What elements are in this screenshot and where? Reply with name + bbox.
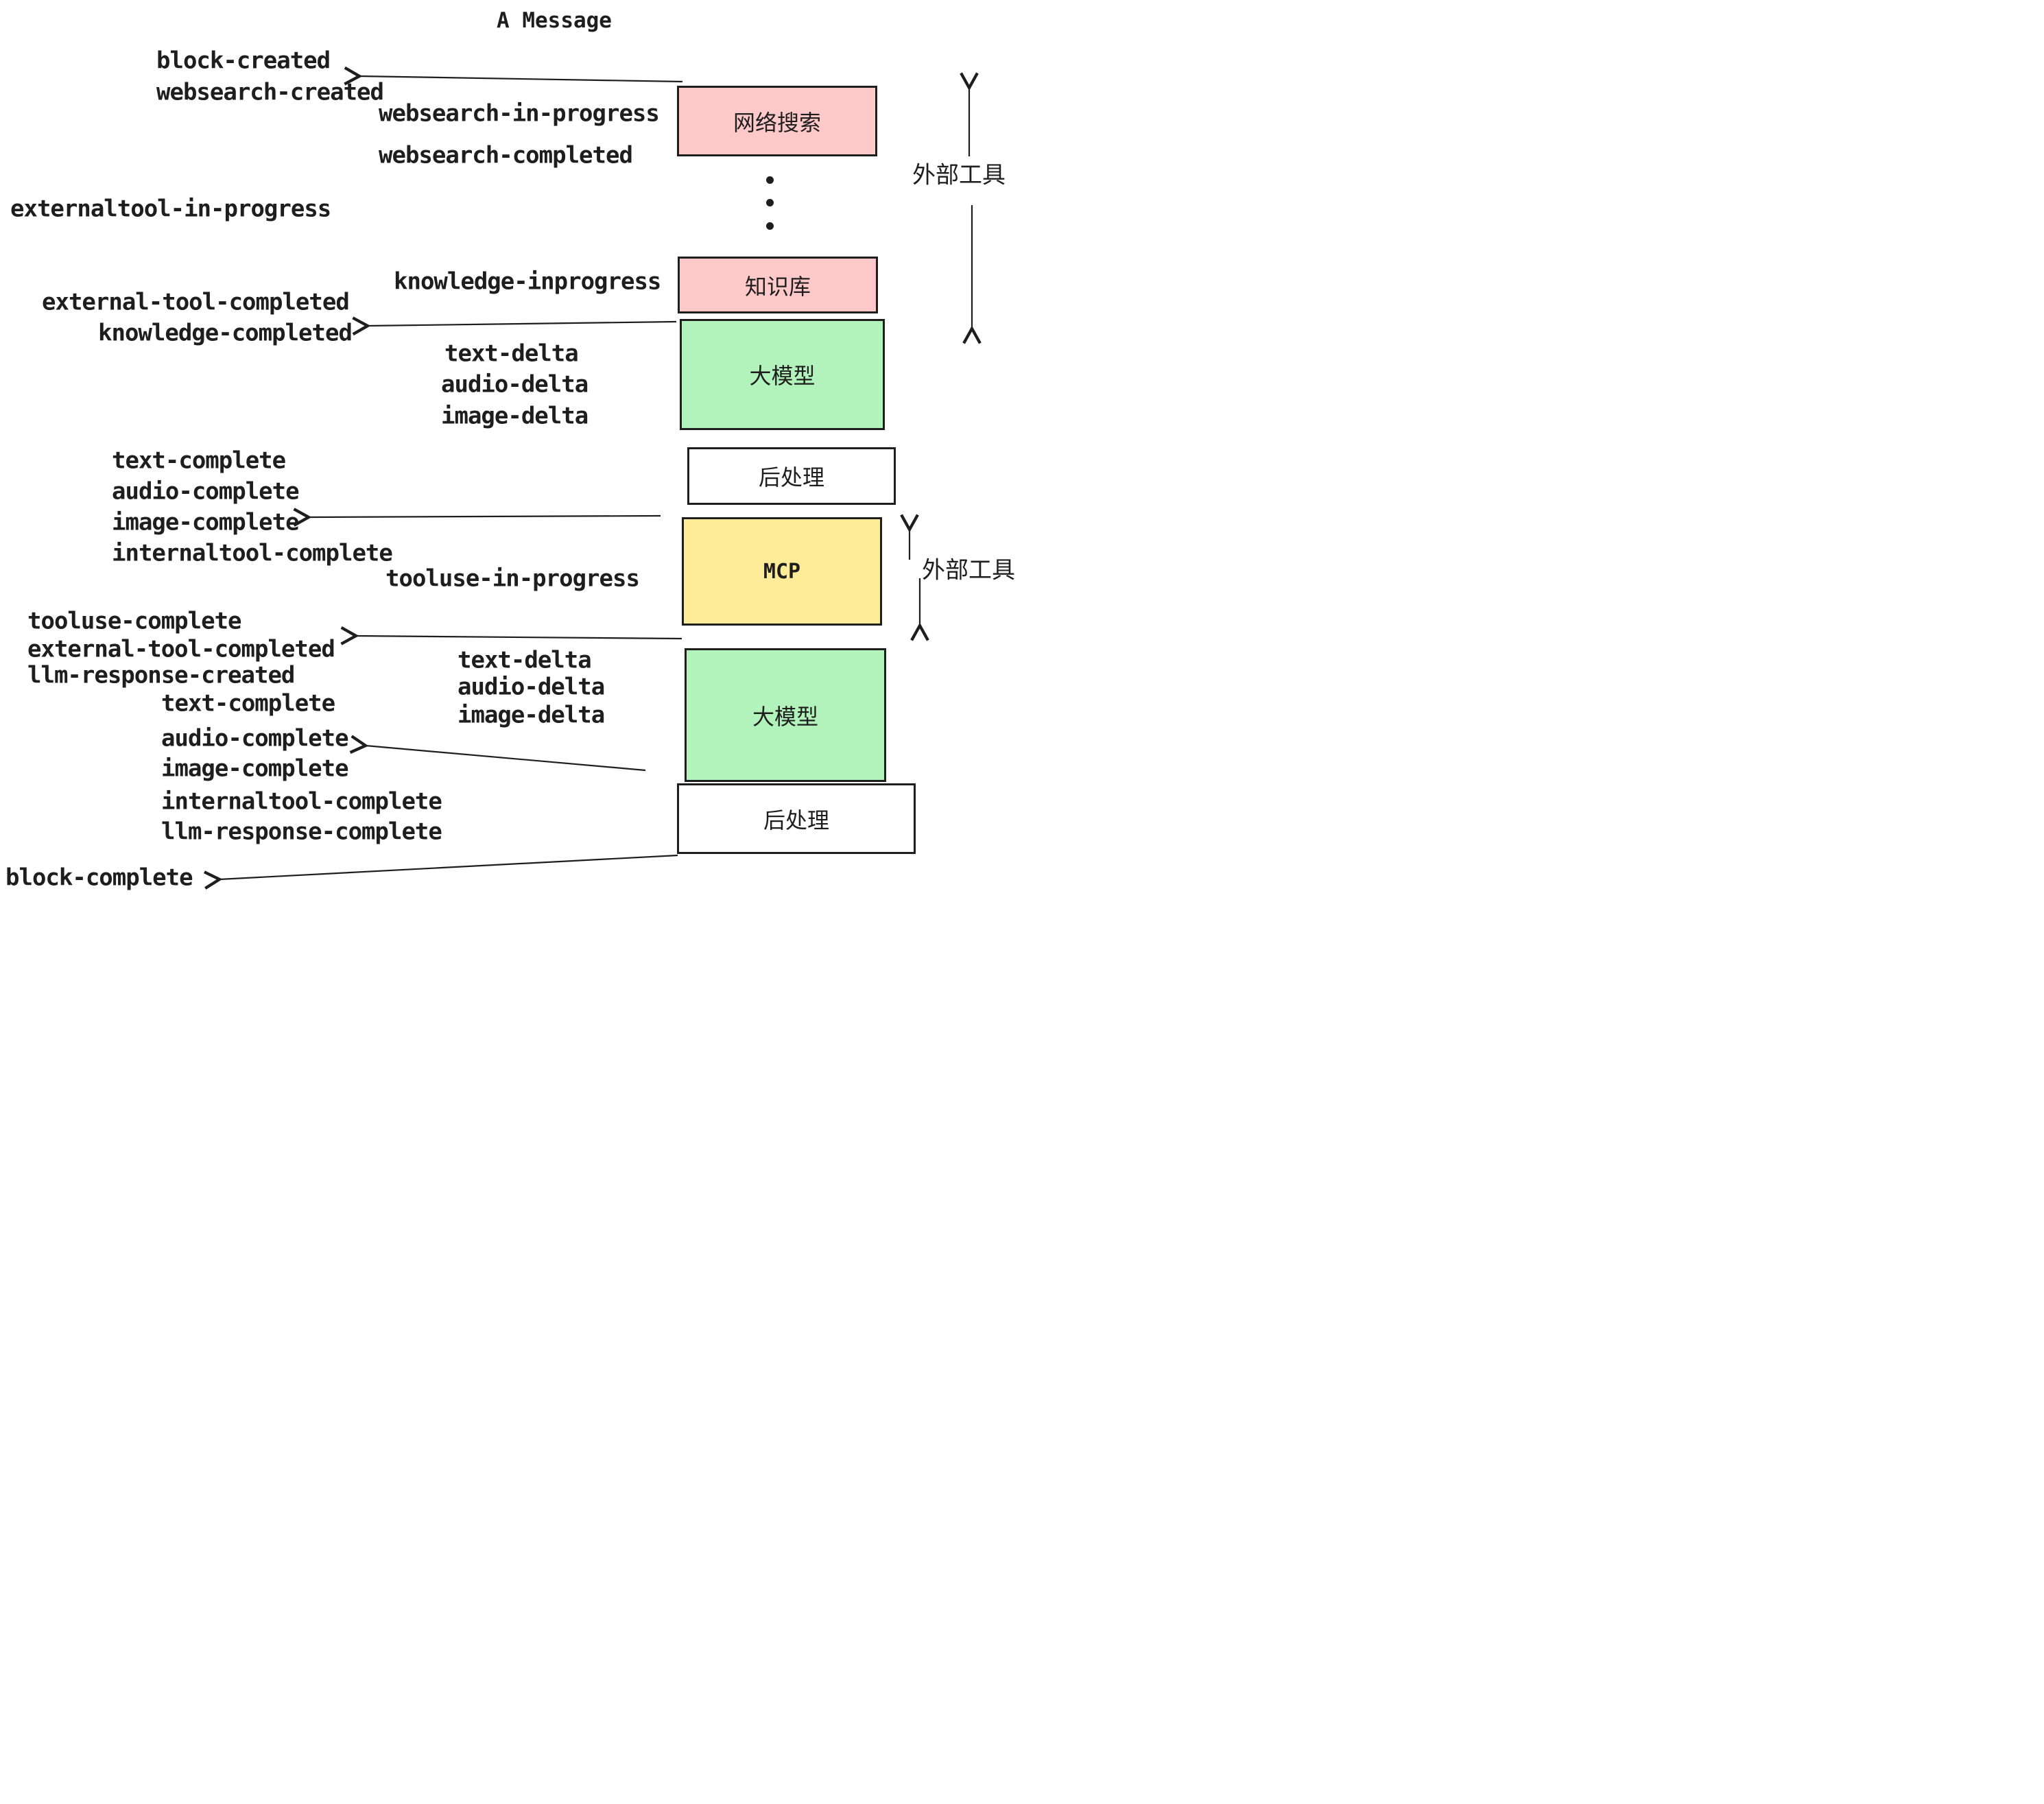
- box-llm-2: 大模型: [685, 648, 886, 782]
- event-text-delta-2: text-delta: [457, 646, 592, 674]
- event-audio-complete-2: audio-complete: [161, 724, 349, 752]
- event-audio-complete-1: audio-complete: [112, 477, 300, 506]
- box-postprocess-2-label: 后处理: [763, 807, 829, 833]
- arrow-audio-complete: [349, 735, 646, 772]
- event-websearch-created: websearch-created: [156, 78, 384, 106]
- event-block-complete: block-complete: [5, 864, 193, 892]
- vertical-ellipsis-icon: [766, 199, 774, 206]
- box-mcp-label: MCP: [763, 559, 801, 584]
- box-llm-1: 大模型: [680, 319, 885, 430]
- event-audio-delta-2: audio-delta: [457, 673, 605, 701]
- external-tools-label-1: 外部工具: [912, 161, 1006, 189]
- vertical-ellipsis-icon: [766, 222, 774, 230]
- event-knowledge-inprogress: knowledge-inprogress: [394, 268, 661, 296]
- event-llm-response-created: llm-response-created: [27, 661, 295, 689]
- box-mcp: MCP: [682, 517, 882, 626]
- box-postprocess-2: 后处理: [677, 783, 916, 854]
- diagram-canvas: A Message block-created websearch-create…: [0, 0, 1022, 902]
- event-externaltool-in-progress: externaltool-in-progress: [10, 195, 331, 223]
- vertical-ellipsis-icon: [766, 176, 774, 184]
- box-websearch-label: 网络搜索: [733, 109, 821, 136]
- event-image-delta-1: image-delta: [441, 402, 589, 430]
- event-internaltool-complete-1: internaltool-complete: [112, 539, 393, 567]
- event-image-complete-1: image-complete: [112, 508, 300, 536]
- event-external-tool-completed-2: external-tool-completed: [27, 635, 335, 663]
- external-tools-label-2: 外部工具: [922, 556, 1015, 584]
- event-websearch-completed: websearch-completed: [379, 141, 633, 169]
- box-postprocess-1-label: 后处理: [758, 464, 824, 490]
- box-postprocess-1: 后处理: [687, 447, 896, 505]
- box-llm-1-label: 大模型: [749, 363, 816, 389]
- event-audio-delta-1: audio-delta: [441, 370, 589, 399]
- event-text-complete-2: text-complete: [161, 689, 335, 717]
- page-title: A Message: [497, 8, 612, 33]
- box-knowledge: 知识库: [678, 257, 878, 313]
- arrow-block-complete: [204, 854, 678, 890]
- arrow-tooluse-complete: [340, 626, 682, 645]
- event-knowledge-completed: knowledge-completed: [98, 319, 353, 347]
- event-llm-response-complete: llm-response-complete: [161, 818, 442, 846]
- event-tooluse-complete: tooluse-complete: [27, 607, 242, 635]
- event-image-complete-2: image-complete: [161, 755, 349, 783]
- arrow-image-complete: [293, 508, 661, 527]
- arrow-knowledge-completed: [352, 316, 677, 336]
- event-image-delta-2: image-delta: [457, 701, 605, 729]
- event-tooluse-in-progress: tooluse-in-progress: [385, 565, 640, 593]
- event-websearch-in-progress: websearch-in-progress: [379, 99, 660, 128]
- event-text-complete-1: text-complete: [112, 447, 286, 475]
- arrow-websearch-created: [344, 66, 683, 86]
- box-knowledge-label: 知识库: [744, 273, 811, 300]
- event-external-tool-completed: external-tool-completed: [42, 288, 350, 316]
- event-internaltool-complete-2: internaltool-complete: [161, 787, 442, 816]
- event-block-created: block-created: [156, 47, 331, 75]
- box-llm-2-label: 大模型: [752, 703, 818, 730]
- box-websearch: 网络搜索: [677, 86, 877, 156]
- event-text-delta-1: text-delta: [444, 340, 579, 368]
